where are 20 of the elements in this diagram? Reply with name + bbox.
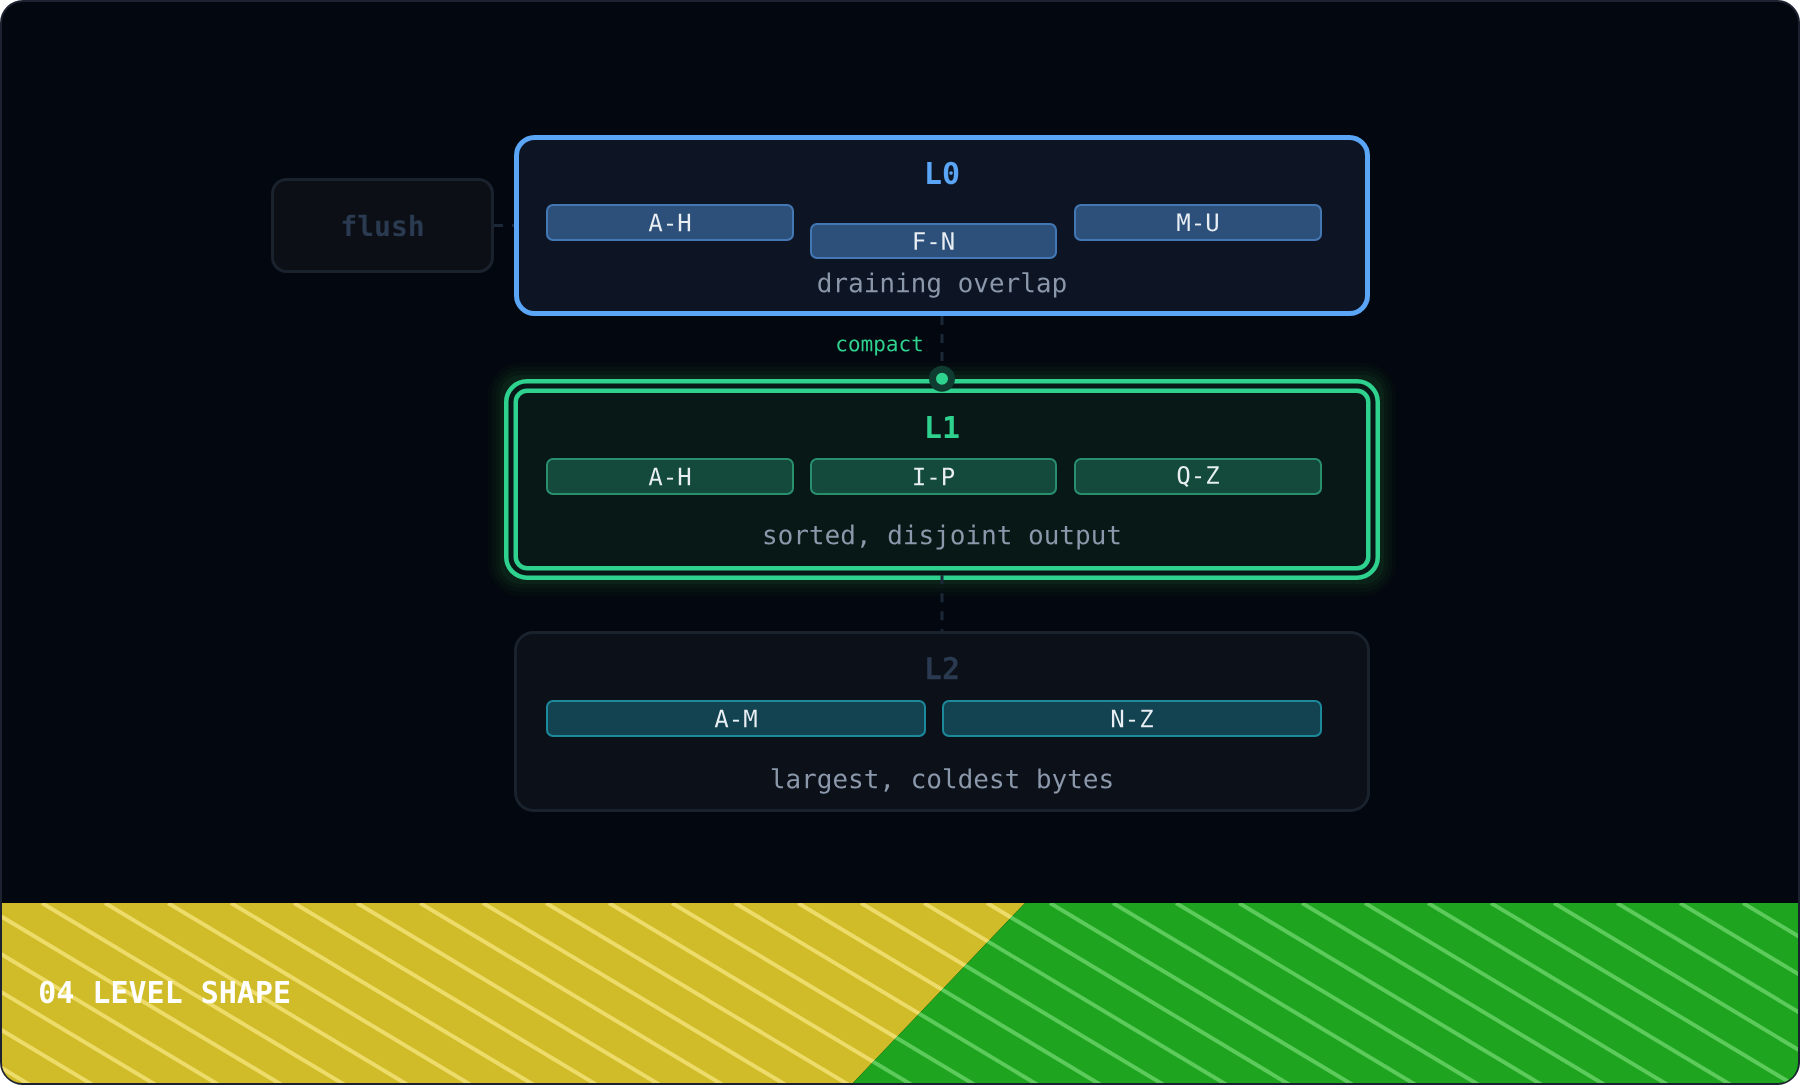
level-heading: L2: [927, 656, 958, 680]
edge-label: compact: [833, 334, 926, 358]
range-chip: M-U: [1074, 204, 1322, 241]
range-chip: A-H: [546, 458, 794, 495]
range-chip: A-H: [546, 204, 794, 241]
source-box: flush: [271, 178, 494, 273]
connector: [494, 224, 514, 227]
range-chip: I-P: [810, 458, 1057, 495]
range-chip: N-Z: [942, 700, 1322, 737]
range-chip: Q-Z: [1074, 458, 1322, 495]
level-caption: draining overlap: [818, 272, 1066, 298]
connector: [940, 575, 944, 631]
level-heading: L1: [927, 416, 959, 438]
range-chip: A-M: [546, 700, 926, 737]
connector: [929, 316, 955, 392]
footer-title: 04 LEVEL SHAPE: [40, 980, 290, 1004]
level-caption: sorted, disjoint output: [764, 524, 1120, 550]
range-chip: F-N: [810, 223, 1057, 259]
level-heading: L0: [927, 161, 959, 185]
level-caption: largest, coldest bytes: [771, 768, 1112, 794]
